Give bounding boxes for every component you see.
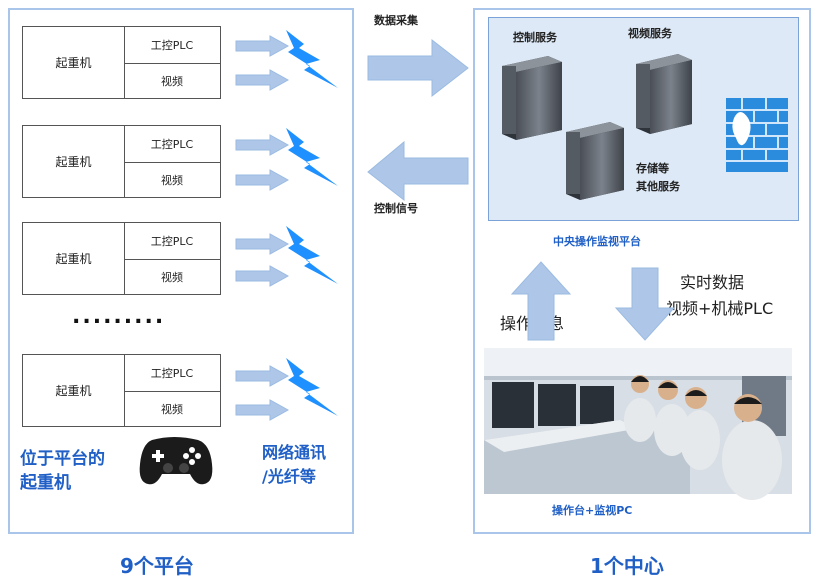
unit3-arrows [235,226,338,287]
crane-unit-3: 起重机 工控PLC 视频 [22,222,221,295]
plc-cell: 工控PLC [124,355,220,392]
center-footer: 1个中心 [590,554,664,578]
realtime-data-label: 实时数据 视频+机械PLC [666,270,773,322]
video-cell: 视频 [161,173,183,187]
network-bolt-icon [286,226,338,284]
storage-server-icon [566,122,624,200]
video-server-icon [636,54,692,134]
crane-unit-4: 起重机 工控PLC 视频 [22,354,221,427]
control-signal-arrow [367,140,469,202]
crane-unit-1: 起重机 工控PLC 视频 [22,26,221,99]
video-cell: 视频 [161,270,183,284]
plc-cell: 工控PLC [124,27,220,64]
unit2-arrows [235,128,338,191]
plc-cell: 工控PLC [124,126,220,163]
crane-name: 起重机 [23,27,125,98]
data-collection-label: 数据采集 [374,14,418,27]
network-label-line2: /光纤等 [262,467,316,486]
crane-name: 起重机 [23,223,125,294]
ellipsis: ......... [72,304,166,329]
gamepad-icon [139,437,213,485]
unit4-arrows [235,358,338,421]
video-service-label: 视频服务 [628,27,672,40]
platform-title: 中央操作监视平台 [553,235,641,248]
crane-label-line1: 位于平台的 [20,449,105,469]
video-cell: 视频 [161,402,183,416]
unit1-arrows [235,30,338,91]
control-signal-label: 控制信号 [374,202,418,215]
network-bolt-icon [286,358,338,416]
data-collection-arrow [367,38,469,98]
storage-line1: 存储等 [636,162,669,175]
network-bolt-icon [286,128,338,186]
control-service-label: 控制服务 [513,31,557,44]
crane-label: 位于平台的 起重机 [20,447,105,495]
firewall-icon [726,98,788,172]
realtime-line1: 实时数据 [680,273,745,292]
realtime-line2: 视频+机械PLC [666,299,774,318]
crane-label-line2: 起重机 [20,473,71,493]
plc-cell: 工控PLC [124,223,220,260]
console-label: 操作台+监视PC [552,504,633,517]
video-cell: 视频 [161,74,183,88]
platforms-panel [8,8,354,534]
network-label-line1: 网络通讯 [262,443,327,462]
platforms-footer: 9个平台 [120,554,194,578]
crane-name: 起重机 [23,355,125,426]
network-label: 网络通讯 /光纤等 [262,441,326,489]
center-panel [473,8,811,534]
storage-line2: 其他服务 [636,180,680,193]
operation-info-arrow [510,261,572,341]
realtime-data-arrow [614,267,676,341]
crane-name: 起重机 [23,126,125,197]
crane-unit-2: 起重机 工控PLC 视频 [22,125,221,198]
control-room-photo [484,348,792,500]
storage-service-label: 存储等 其他服务 [636,160,680,196]
control-server-icon [502,56,562,140]
network-bolt-icon [286,30,338,88]
